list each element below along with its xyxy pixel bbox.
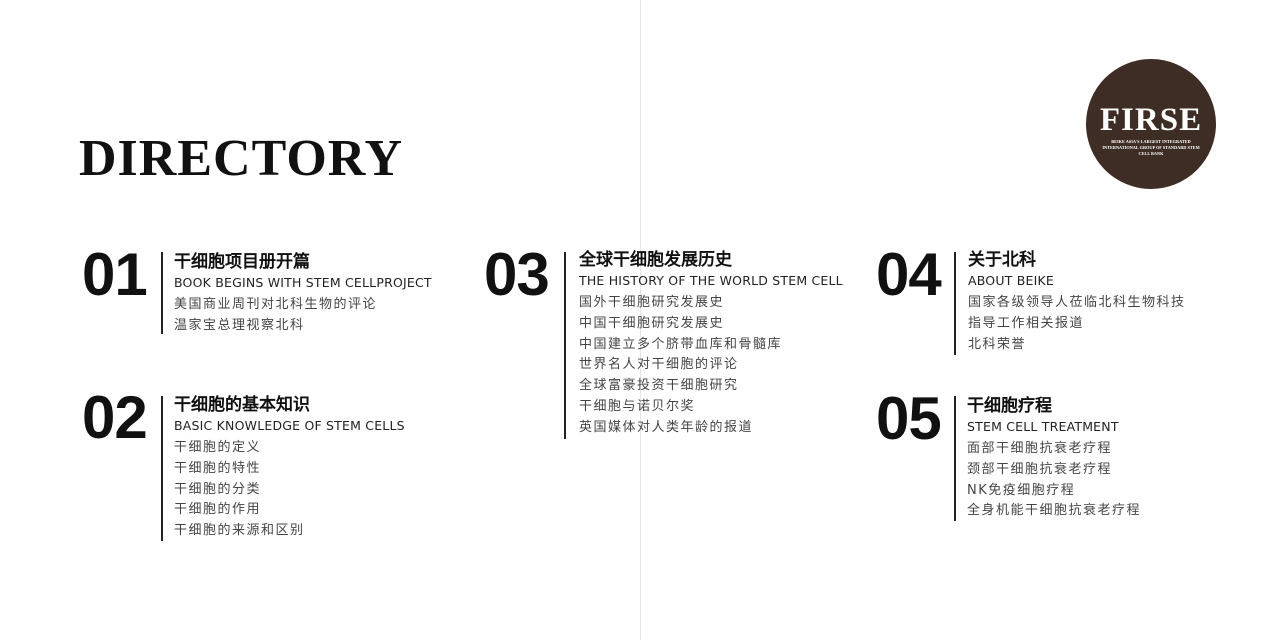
list-item[interactable]: 美国商业周刊对北科生物的评论 bbox=[174, 297, 378, 312]
section-title: 全球干细胞发展历史 bbox=[579, 250, 732, 270]
section-divider bbox=[954, 396, 956, 521]
section-title: 干细胞的基本知识 bbox=[174, 395, 310, 415]
list-item[interactable]: 面部干细胞抗衰老疗程 bbox=[967, 441, 1113, 456]
list-item[interactable]: 国家各级领导人莅临北科生物科技 bbox=[968, 295, 1186, 310]
list-item[interactable]: 温家宝总理视察北科 bbox=[174, 317, 305, 333]
list-item[interactable]: 全身机能干细胞抗衰老疗程 bbox=[967, 503, 1142, 519]
list-item[interactable]: 颈部干细胞抗衰老疗程 bbox=[967, 461, 1113, 477]
list-item[interactable]: 中国建立多个脐带血库和骨髓库 bbox=[579, 336, 783, 352]
section-subtitle: STEM CELL TREATMENT bbox=[967, 419, 1119, 434]
section-number: 05 bbox=[876, 385, 942, 452]
list-item[interactable]: 指导工作相关报道 bbox=[968, 315, 1085, 331]
section-subtitle: BASIC KNOWLEDGE OF STEM CELLS bbox=[174, 418, 405, 433]
section-content: 干细胞的基本知识 BASIC KNOWLEDGE OF STEM CELLS 干… bbox=[174, 394, 405, 542]
page-fold-divider bbox=[640, 0, 641, 640]
section-subtitle: ABOUT BEIKE bbox=[968, 273, 1054, 288]
list-item[interactable]: 全球富豪投资干细胞研究 bbox=[579, 378, 739, 394]
list-item[interactable]: 干细胞的作用 bbox=[174, 502, 262, 518]
list-item[interactable]: 干细胞与诺贝尔奖 bbox=[579, 398, 696, 414]
list-item[interactable]: 北科荣誉 bbox=[968, 336, 1027, 352]
section-number: 04 bbox=[876, 241, 942, 308]
section-title: 干细胞疗程 bbox=[967, 396, 1052, 416]
section-content: 关于北科 ABOUT BEIKE 国家各级领导人莅临北科生物科技 指导工作相关报… bbox=[968, 249, 1186, 355]
page-title: DIRECTORY bbox=[79, 130, 404, 187]
section-content: 干细胞项目册开篇 BOOK BEGINS WITH STEM CELLPROJE… bbox=[174, 251, 432, 337]
logo-name: FIRSE bbox=[1099, 102, 1203, 138]
section-title: 关于北科 bbox=[968, 250, 1036, 270]
section-content: 干细胞疗程 STEM CELL TREATMENT 面部干细胞抗衰老疗程 颈部干… bbox=[967, 395, 1141, 522]
section-divider bbox=[564, 252, 566, 439]
section-subtitle: BOOK BEGINS WITH STEM CELLPROJECT bbox=[174, 275, 432, 290]
section-title: 干细胞项目册开篇 bbox=[174, 252, 310, 272]
section-divider bbox=[954, 252, 956, 355]
list-item[interactable]: 干细胞的来源和区别 bbox=[174, 523, 305, 539]
section-number: 02 bbox=[82, 384, 148, 451]
section-subtitle: THE HISTORY OF THE WORLD STEM CELL bbox=[579, 273, 843, 288]
list-item[interactable]: NK免疫细胞疗程 bbox=[967, 482, 1076, 498]
list-item[interactable]: 英国媒体对人类年龄的报道 bbox=[579, 419, 754, 435]
list-item[interactable]: 中国干细胞研究发展史 bbox=[579, 315, 725, 331]
section-divider bbox=[161, 396, 163, 541]
section-content: 全球干细胞发展历史 THE HISTORY OF THE WORLD STEM … bbox=[579, 249, 843, 439]
list-item[interactable]: 干细胞的定义 bbox=[174, 440, 262, 455]
section-divider bbox=[161, 252, 163, 334]
section-number: 01 bbox=[82, 241, 148, 308]
list-item[interactable]: 干细胞的特性 bbox=[174, 460, 262, 476]
logo-tagline: BEIKE ASIA'S LARGEST INTEGRATED INTERNAT… bbox=[1102, 139, 1200, 156]
list-item[interactable]: 干细胞的分类 bbox=[174, 481, 262, 497]
list-item[interactable]: 世界名人对干细胞的评论 bbox=[579, 357, 739, 373]
list-item[interactable]: 国外干细胞研究发展史 bbox=[579, 295, 725, 310]
firse-logo: FIRSE BEIKE ASIA'S LARGEST INTEGRATED IN… bbox=[1086, 59, 1216, 189]
section-number: 03 bbox=[484, 241, 550, 308]
